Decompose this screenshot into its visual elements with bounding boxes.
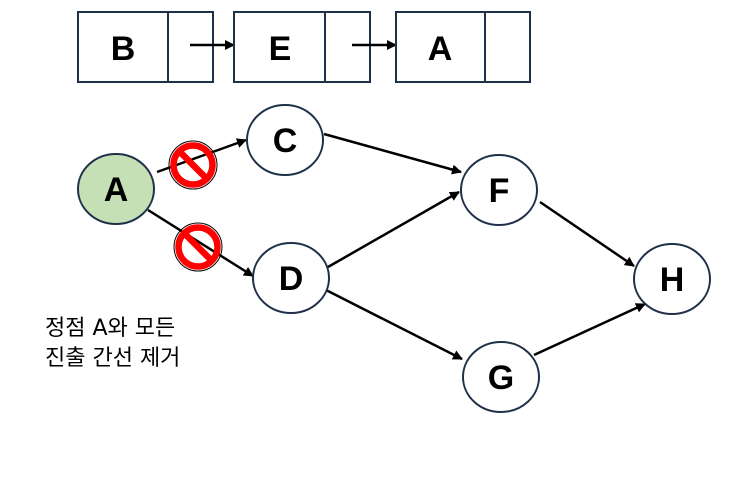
node-label-f: F — [489, 172, 510, 210]
prohibit-icon — [168, 140, 218, 190]
node-d: D — [252, 242, 330, 314]
node-label-a: A — [104, 171, 129, 209]
edge-a-d — [147, 208, 254, 278]
list-cell-e: E — [233, 11, 371, 83]
edge-c-f — [323, 132, 462, 175]
edge-d-g — [325, 288, 463, 361]
edge-d-f — [327, 190, 460, 269]
list-cell-a: A — [395, 11, 531, 83]
note-line-2: 진출 간선 제거 — [45, 346, 181, 371]
explanation-note: 정점 A와 모든 진출 간선 제거 — [45, 314, 180, 374]
list-cell-label-a: A — [428, 30, 453, 68]
node-a: A — [77, 153, 155, 225]
node-label-d: D — [279, 260, 304, 298]
node-label-g: G — [488, 359, 514, 397]
node-c: C — [246, 104, 324, 176]
node-g: G — [462, 341, 540, 413]
prohibit-icon — [173, 222, 223, 272]
edge-f-h — [539, 200, 635, 268]
list-cell-label-b: B — [111, 30, 136, 68]
node-label-h: H — [660, 261, 685, 299]
node-f: F — [460, 154, 538, 226]
edge-g-h — [533, 302, 646, 357]
list-cell-label-e: E — [269, 30, 292, 68]
node-h: H — [633, 243, 711, 315]
note-line-1: 정점 A와 모든 — [45, 316, 176, 341]
list-cell-b: B — [77, 11, 214, 83]
node-label-c: C — [273, 122, 298, 160]
